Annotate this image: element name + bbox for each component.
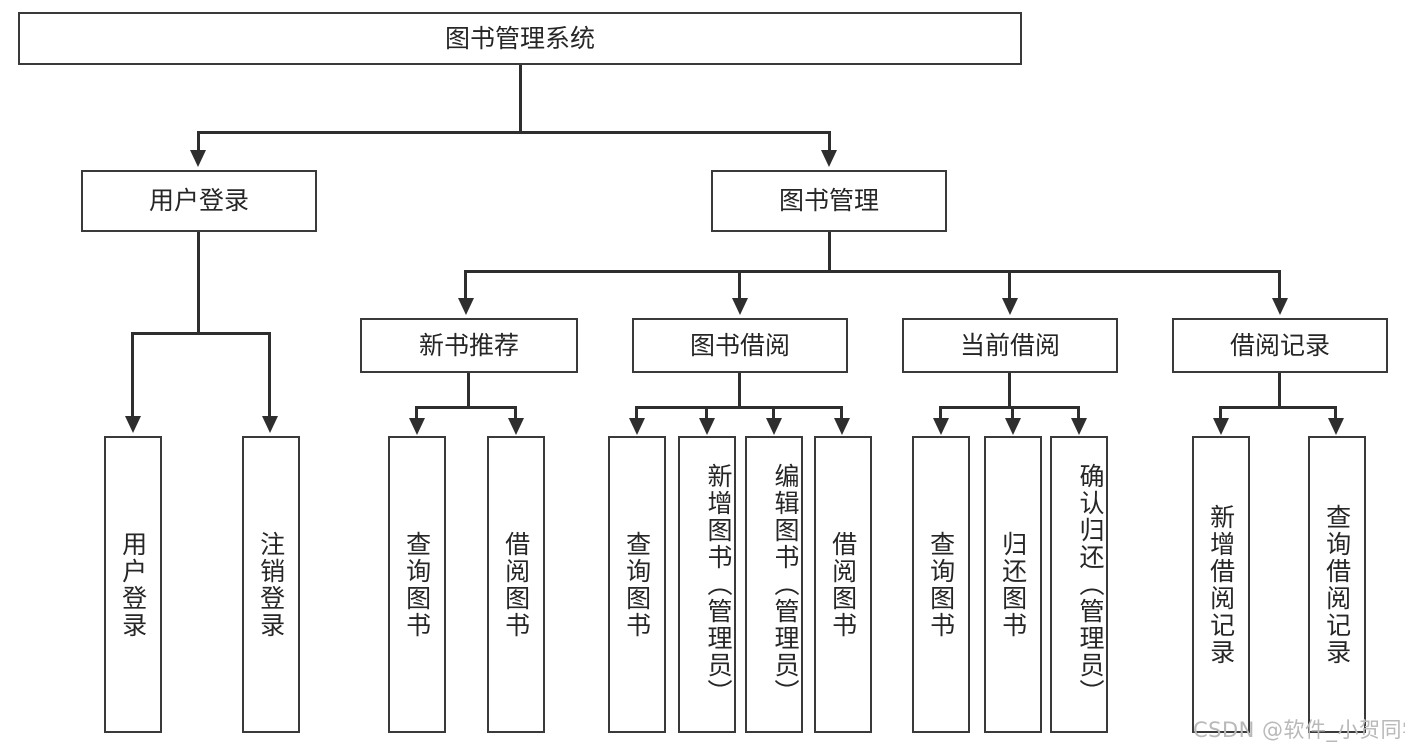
node-label: 查询图书: [926, 530, 956, 639]
arrowhead-to-query-book-2: [629, 418, 645, 435]
leaf-return-book[interactable]: 归还图书: [984, 436, 1042, 733]
edge-records-to-leaf1: [1219, 406, 1222, 420]
node-label: 注销登录: [256, 530, 286, 639]
arrowhead-to-logout-leaf: [262, 416, 278, 433]
leaf-query-book-current[interactable]: 查询图书: [912, 436, 970, 733]
edge-login-bus: [131, 332, 271, 335]
node-label: 用户登录: [118, 530, 148, 639]
arrowhead-to-new-book-recommend: [458, 298, 474, 315]
arrowhead-to-borrow-book-2: [834, 418, 850, 435]
node-label: 新书推荐: [418, 330, 519, 360]
edge-newbook-to-leaf2: [514, 406, 517, 420]
arrowhead-to-confirm-return-admin: [1071, 418, 1087, 435]
edge-records-to-leaf2: [1334, 406, 1337, 420]
node-label: 确认归还（管理员）: [1076, 463, 1105, 706]
edge-root-to-bookmgmt: [828, 131, 831, 152]
node-current-borrow[interactable]: 当前借阅: [902, 318, 1118, 373]
edge-root-bus: [197, 131, 831, 134]
leaf-query-borrow-record[interactable]: 查询借阅记录: [1308, 436, 1366, 733]
edge-records-bus: [1219, 406, 1337, 409]
leaf-edit-book-admin[interactable]: 编辑图书（管理员）: [745, 436, 803, 733]
edge-newbook-to-leaf1: [415, 406, 418, 420]
arrowhead-to-add-borrow-record: [1213, 418, 1229, 435]
node-label: 查询图书: [402, 530, 432, 639]
node-label: 当前借阅: [959, 330, 1060, 360]
node-label: 借阅记录: [1229, 330, 1330, 360]
arrowhead-to-return-book: [1005, 418, 1021, 435]
node-label: 借阅图书: [501, 530, 531, 639]
node-user-login[interactable]: 用户登录: [81, 170, 317, 232]
edge-currentborrow-to-leaf2: [1011, 406, 1014, 420]
node-label: 查询借阅记录: [1322, 503, 1352, 666]
node-root-system[interactable]: 图书管理系统: [18, 12, 1022, 65]
leaf-user-login[interactable]: 用户登录: [104, 436, 162, 733]
edge-newbook-stem: [467, 373, 470, 409]
edge-bookmgmt-bus: [464, 270, 1280, 273]
arrowhead-to-query-borrow-record: [1328, 418, 1344, 435]
arrowhead-to-borrow-records: [1272, 298, 1288, 315]
node-label: 查询图书: [622, 530, 652, 639]
edge-newbook-bus: [415, 406, 517, 409]
arrowhead-to-current-borrow: [1002, 298, 1018, 315]
arrowhead-to-book-borrow: [732, 298, 748, 315]
node-book-borrow[interactable]: 图书借阅: [632, 318, 848, 373]
arrowhead-to-query-book-3: [933, 418, 949, 435]
node-label: 图书管理: [778, 186, 879, 216]
edge-bookmgmt-to-current: [1008, 270, 1011, 300]
edge-bookborrow-to-leaf2: [705, 406, 708, 420]
edge-currentborrow-bus: [939, 406, 1079, 409]
leaf-logout-login[interactable]: 注销登录: [242, 436, 300, 733]
node-label: 借阅图书: [828, 530, 858, 639]
node-label: 用户登录: [148, 186, 249, 216]
edge-bookborrow-stem: [738, 373, 741, 409]
node-label: 归还图书: [998, 530, 1028, 639]
leaf-borrow-book-borrow[interactable]: 借阅图书: [814, 436, 872, 733]
edge-login-stem: [197, 232, 200, 334]
leaf-borrow-book-newbook[interactable]: 借阅图书: [487, 436, 545, 733]
arrowhead-to-user-login-leaf: [125, 416, 141, 433]
node-label: 新增借阅记录: [1206, 503, 1236, 666]
edge-bookmgmt-to-newbook: [464, 270, 467, 300]
arrowhead-to-book-management: [821, 150, 837, 167]
leaf-add-book-admin[interactable]: 新增图书（管理员）: [678, 436, 736, 733]
arrowhead-to-borrow-book-1: [508, 418, 524, 435]
edge-bookborrow-to-leaf4: [840, 406, 843, 420]
node-label: 新增图书（管理员）: [704, 463, 733, 706]
edge-bookborrow-bus: [635, 406, 842, 409]
edge-records-stem: [1278, 373, 1281, 409]
edge-root-to-login: [197, 131, 200, 152]
arrowhead-to-user-login: [190, 150, 206, 167]
node-label: 编辑图书（管理员）: [771, 463, 800, 706]
leaf-query-book-newbook[interactable]: 查询图书: [388, 436, 446, 733]
arrowhead-to-edit-book-admin: [766, 418, 782, 435]
node-borrow-records[interactable]: 借阅记录: [1172, 318, 1388, 373]
node-label: 图书借阅: [689, 330, 790, 360]
node-new-book-recommend[interactable]: 新书推荐: [360, 318, 578, 373]
edge-bookmgmt-to-borrow: [738, 270, 741, 300]
edge-currentborrow-to-leaf1: [939, 406, 942, 420]
edge-bookmgmt-to-records: [1278, 270, 1281, 300]
csdn-watermark: CSDN @软件_小贺同学: [1193, 718, 1405, 742]
leaf-query-book-borrow[interactable]: 查询图书: [608, 436, 666, 733]
edge-bookborrow-to-leaf3: [772, 406, 775, 420]
leaf-confirm-return-admin[interactable]: 确认归还（管理员）: [1050, 436, 1108, 733]
leaf-add-borrow-record[interactable]: 新增借阅记录: [1192, 436, 1250, 733]
edge-currentborrow-to-leaf3: [1077, 406, 1080, 420]
arrowhead-to-query-book-1: [409, 418, 425, 435]
edge-bookmgmt-stem: [828, 232, 831, 272]
arrowhead-to-add-book-admin: [699, 418, 715, 435]
edge-root-stem: [519, 65, 522, 133]
edge-login-to-leaf2: [268, 332, 271, 418]
edge-currentborrow-stem: [1008, 373, 1011, 409]
node-book-management[interactable]: 图书管理: [711, 170, 947, 232]
node-label: 图书管理系统: [444, 23, 595, 53]
edge-login-to-leaf1: [131, 332, 134, 418]
edge-bookborrow-to-leaf1: [635, 406, 638, 420]
